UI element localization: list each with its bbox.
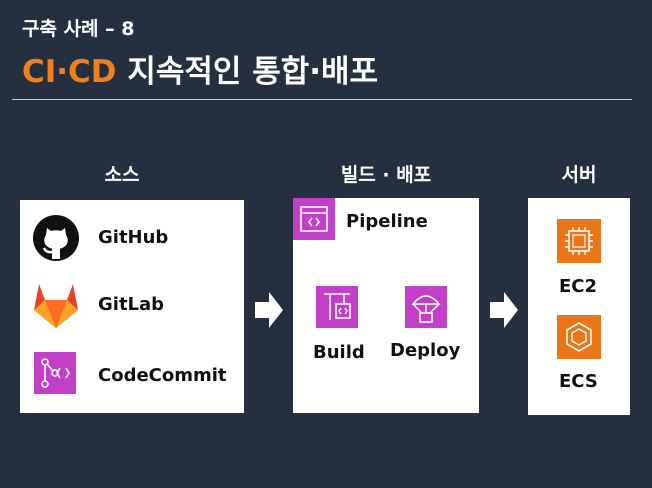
flow-arrow-icon bbox=[255, 292, 283, 328]
codedeploy-icon bbox=[405, 286, 447, 328]
codepipeline-icon bbox=[293, 198, 335, 240]
source-box: GitHub GitLab CodeCommit bbox=[20, 200, 244, 413]
slide-title: CI·CD 지속적인 통합·배포 bbox=[22, 46, 378, 91]
github-icon bbox=[33, 215, 79, 261]
build-deploy-box: Pipeline Build Deploy bbox=[293, 198, 479, 413]
deploy-label: Deploy bbox=[390, 340, 461, 361]
source-item-label: GitLab bbox=[98, 294, 165, 315]
source-item-label: GitHub bbox=[98, 227, 169, 248]
server-box: EC2 ECS bbox=[528, 198, 630, 415]
server-item-label: ECS bbox=[559, 371, 598, 392]
flow-arrow-icon bbox=[490, 292, 518, 328]
slide-subtitle: 구축 사례 – 8 bbox=[22, 18, 135, 40]
ecs-icon bbox=[557, 315, 601, 359]
ec2-icon bbox=[557, 219, 601, 263]
build-label: Build bbox=[313, 342, 365, 363]
source-item-label: CodeCommit bbox=[98, 365, 227, 386]
title-divider bbox=[12, 99, 632, 100]
server-item-label: EC2 bbox=[559, 276, 598, 297]
source-column-label: 소스 bbox=[104, 164, 140, 186]
server-column-label: 서버 bbox=[561, 164, 597, 186]
codebuild-icon bbox=[316, 286, 358, 328]
build-column-label: 빌드 · 배포 bbox=[340, 164, 432, 186]
codecommit-icon bbox=[34, 352, 76, 394]
pipeline-label: Pipeline bbox=[346, 211, 428, 232]
title-accent: CI·CD bbox=[22, 54, 117, 90]
gitlab-icon bbox=[34, 284, 78, 328]
title-rest: 지속적인 통합·배포 bbox=[116, 54, 379, 90]
